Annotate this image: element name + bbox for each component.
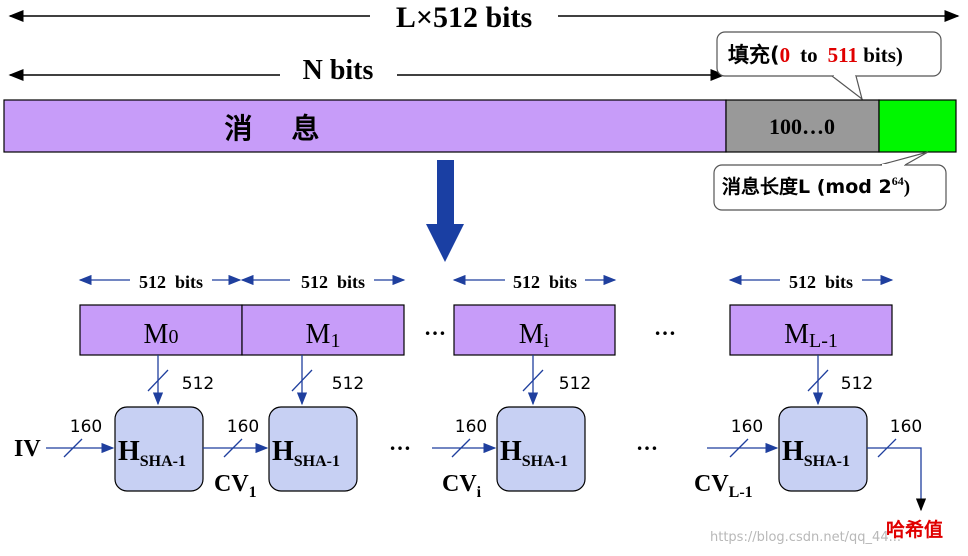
n-bits-span: N bits (8, 55, 726, 86)
svg-text:HSHA-1: HSHA-1 (782, 436, 850, 470)
message-block-ml1: ML-1 (729, 304, 893, 356)
message-block-mi: Mi (453, 304, 616, 356)
total-length-label: L×512 bits (396, 1, 532, 34)
chain-width-iv: 160 (70, 417, 102, 437)
block-bits-label-i: 512 bits (513, 272, 577, 292)
compression-box-1: HSHA-1 (114, 406, 204, 492)
chain-width-1: 160 (227, 417, 259, 437)
svg-text:HSHA-1: HSHA-1 (272, 436, 340, 470)
length-callout: 消息长度L (mod 264) (713, 151, 947, 211)
compression-box-l: HSHA-1 (778, 406, 868, 492)
svg-text:M1: M1 (306, 319, 341, 352)
input-width-l1: 512 (841, 374, 873, 394)
padding-segment (725, 99, 880, 153)
hash-output-label: 哈希值 (886, 518, 943, 541)
chaining-arrows (46, 438, 922, 505)
input-width-i: 512 (559, 374, 591, 394)
input-width-1: 512 (332, 374, 364, 394)
message-block-m1: M1 (241, 304, 405, 356)
message-block-m0: M0 (79, 304, 243, 356)
cv-label-1: CV1 (214, 471, 257, 501)
block-bits-label-1: 512 bits (301, 272, 365, 292)
block-input-arrows (147, 355, 829, 406)
ellipsis-h-2: … (636, 430, 658, 455)
big-down-arrow (426, 160, 464, 262)
length-segment (878, 99, 957, 153)
iv-label: IV (14, 436, 41, 462)
n-bits-label: N bits (303, 55, 374, 86)
message-bar: 消 息 100…0 (3, 99, 957, 153)
svg-text:HSHA-1: HSHA-1 (500, 436, 568, 470)
length-callout-text: 消息长度L (mod 264) (722, 174, 910, 198)
compression-box-2: HSHA-1 (268, 406, 358, 492)
chain-width-l1: 160 (731, 417, 763, 437)
svg-text:Mi: Mi (519, 319, 550, 352)
message-segment (3, 99, 727, 153)
total-length-span: L×512 bits (8, 1, 960, 34)
padding-bits-label: 100…0 (769, 114, 835, 139)
chain-width-i: 160 (455, 417, 487, 437)
svg-text:HSHA-1: HSHA-1 (118, 436, 186, 470)
block-bits-label-l1: 512 bits (789, 272, 853, 292)
watermark: https://blog.csdn.net/qq_44... (710, 530, 901, 545)
input-width-0: 512 (182, 374, 214, 394)
cv-label-l1: CVL-1 (694, 471, 753, 501)
ellipsis-h-1: … (389, 430, 411, 455)
message-label: 消 息 (225, 112, 320, 145)
ellipsis-blocks-1: … (424, 315, 446, 340)
svg-text:M0: M0 (144, 319, 179, 350)
cv-label-i: CVi (442, 471, 482, 501)
compression-box-i: HSHA-1 (496, 406, 586, 492)
svg-text:ML-1: ML-1 (784, 319, 838, 352)
block-bits-label-0: 512 bits (139, 272, 203, 292)
ellipsis-blocks-2: … (654, 315, 676, 340)
chain-width-out: 160 (890, 417, 922, 437)
